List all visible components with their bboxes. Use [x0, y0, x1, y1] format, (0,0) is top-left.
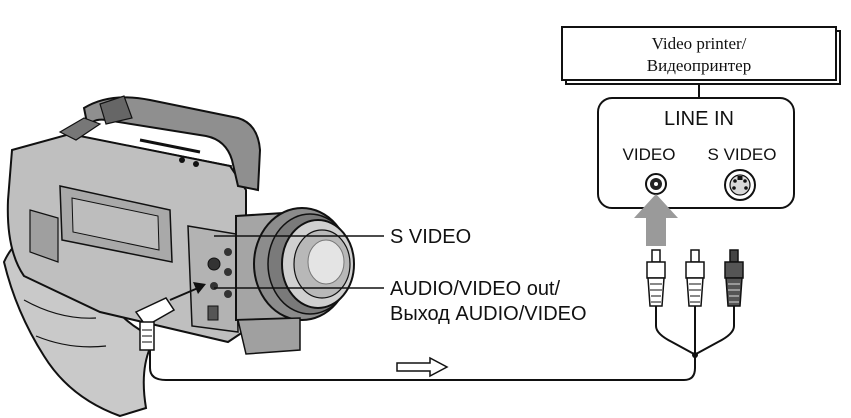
video-jack-label: VIDEO — [623, 145, 676, 164]
camcorder-illustration — [2, 95, 355, 418]
line-in-title: LINE IN — [664, 108, 734, 130]
svideo-callout: S VIDEO — [214, 226, 471, 248]
av-callout: AUDIO/VIDEO out/ Выход AUDIO/VIDEO — [214, 278, 587, 325]
rca-plug-icon — [685, 249, 705, 307]
svideo-jack-label: S VIDEO — [708, 145, 777, 164]
video-printer-box: Video printer/ Видеопринтер — [561, 26, 841, 85]
rca-cable-assembly — [646, 249, 744, 358]
rca-plug-icon — [724, 249, 744, 307]
signal-flow-arrow-icon — [396, 356, 449, 378]
line-in-panel: LINE IN VIDEO S VIDEO — [597, 97, 795, 209]
av-plug — [134, 297, 176, 351]
printer-label-en: Video printer/ — [652, 34, 747, 53]
av-cable — [149, 348, 696, 381]
printer-label-ru: Видеопринтер — [647, 56, 751, 75]
svideo-callout-label: S VIDEO — [390, 226, 471, 248]
av-callout-label-ru: Выход AUDIO/VIDEO — [390, 303, 587, 325]
up-arrow-icon — [634, 194, 678, 246]
composite-video-jack-icon — [645, 173, 667, 195]
insert-arrow-icon — [169, 282, 206, 301]
rca-plug-icon — [646, 249, 666, 307]
s-video-jack-icon — [724, 169, 756, 201]
av-callout-label-en: AUDIO/VIDEO out/ — [390, 278, 560, 300]
lens — [235, 207, 355, 322]
